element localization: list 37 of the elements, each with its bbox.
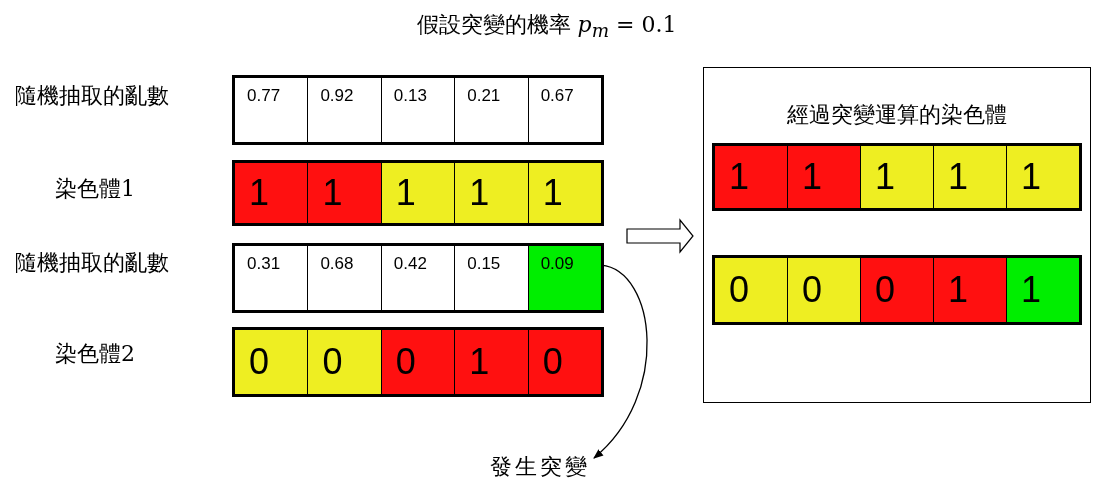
gene-cell: 0: [715, 258, 787, 322]
gene-cell: 1: [527, 163, 602, 223]
annotation-text: 發生突變: [490, 452, 590, 479]
gene-cell: 1: [380, 163, 455, 223]
gene-cell: 0: [235, 330, 308, 394]
chromosome-strip: [712, 255, 1082, 325]
hollow-arrow: [626, 218, 694, 254]
result-panel: [703, 67, 1091, 403]
row-label: 隨機抽取的亂數: [15, 82, 169, 110]
gene-cell: 1: [933, 146, 1006, 208]
gene-cell: 0: [787, 258, 860, 322]
gene-cell: 0: [380, 330, 455, 394]
gene-cell: 0: [307, 330, 381, 394]
curved-arrow: [593, 264, 648, 459]
gene-cell: 0: [527, 330, 602, 394]
number-cell: 0.09: [527, 246, 602, 310]
number-strip: [232, 75, 604, 145]
gene-cell: 1: [454, 163, 528, 223]
row-label: 染色體2: [55, 340, 135, 368]
gene-cell: 1: [307, 163, 381, 223]
chromosome-strip: [232, 160, 604, 226]
number-strip: [232, 243, 604, 313]
gene-cell: 0: [860, 258, 933, 322]
row-label: 隨機抽取的亂數: [15, 249, 169, 277]
chromosome-strip: [232, 327, 604, 397]
title: 假設突變的機率 p$_{m}$ = 0.1: [415, 11, 678, 42]
gene-cell: 1: [787, 146, 860, 208]
gene-cell: 1: [454, 330, 528, 394]
gene-cell: 1: [933, 258, 1006, 322]
row-label: 染色體1: [55, 175, 135, 203]
gene-cell: 1: [1006, 258, 1079, 322]
gene-cell: 1: [715, 146, 787, 208]
gene-cell: 1: [860, 146, 933, 208]
gene-cell: 1: [235, 163, 308, 223]
panel-title: 經過突變運算的染色體: [786, 101, 1008, 129]
chromosome-strip: [712, 143, 1082, 211]
gene-cell: 1: [1006, 146, 1079, 208]
